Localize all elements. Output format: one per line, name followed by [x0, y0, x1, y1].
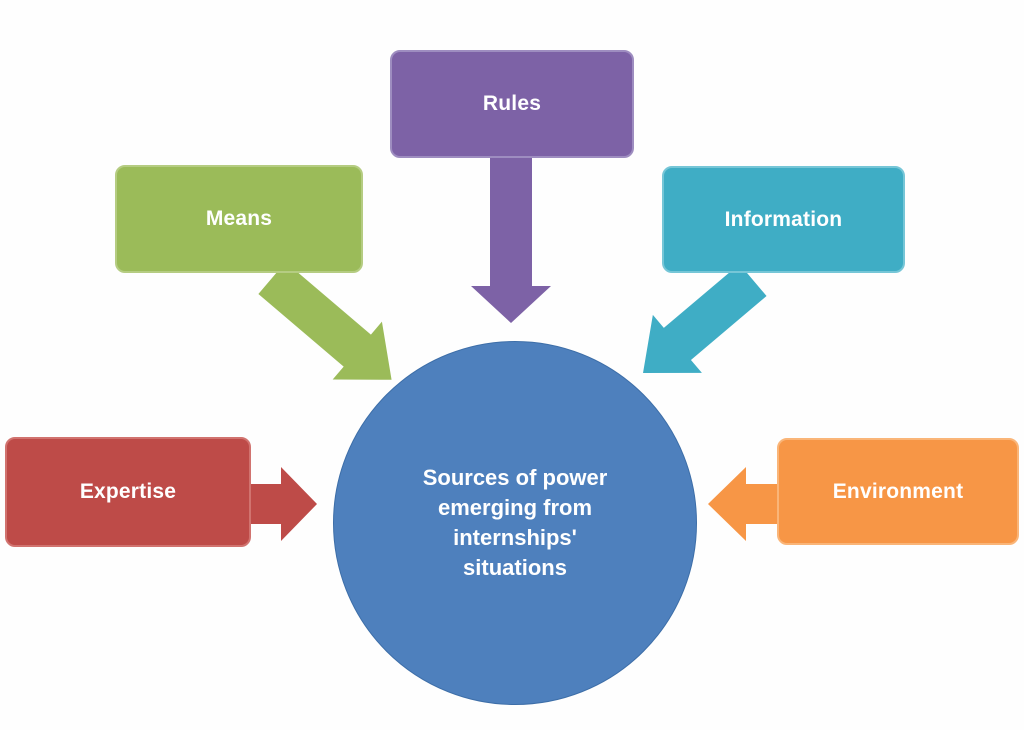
node-means: Means: [115, 165, 363, 273]
node-expertise-label: Expertise: [79, 480, 177, 503]
node-environment-label: Environment: [832, 479, 964, 503]
arrow-rules-to-center: [471, 152, 551, 323]
node-rules-label: Rules: [482, 92, 542, 115]
center-label-line-2: emerging from: [437, 495, 593, 520]
node-means-label: Means: [205, 207, 273, 230]
center-label-line-4: situations: [463, 555, 567, 580]
arrow-environment-to-center: [708, 467, 780, 541]
center-circle-label: Sources of power emerging from internshi…: [423, 463, 608, 583]
center-circle: Sources of power emerging from internshi…: [333, 341, 697, 705]
node-information: Information: [662, 166, 905, 273]
arrow-information-to-center: [643, 263, 767, 373]
node-expertise: Expertise: [5, 437, 251, 547]
arrow-expertise-to-center: [248, 467, 317, 541]
node-environment: Environment: [777, 438, 1019, 545]
node-information-label: Information: [724, 207, 843, 231]
center-label-line-3: internships': [453, 525, 577, 550]
center-label-line-1: Sources of power: [422, 465, 608, 490]
node-rules: Rules: [390, 50, 634, 158]
arrow-means-to-center: [258, 262, 392, 380]
